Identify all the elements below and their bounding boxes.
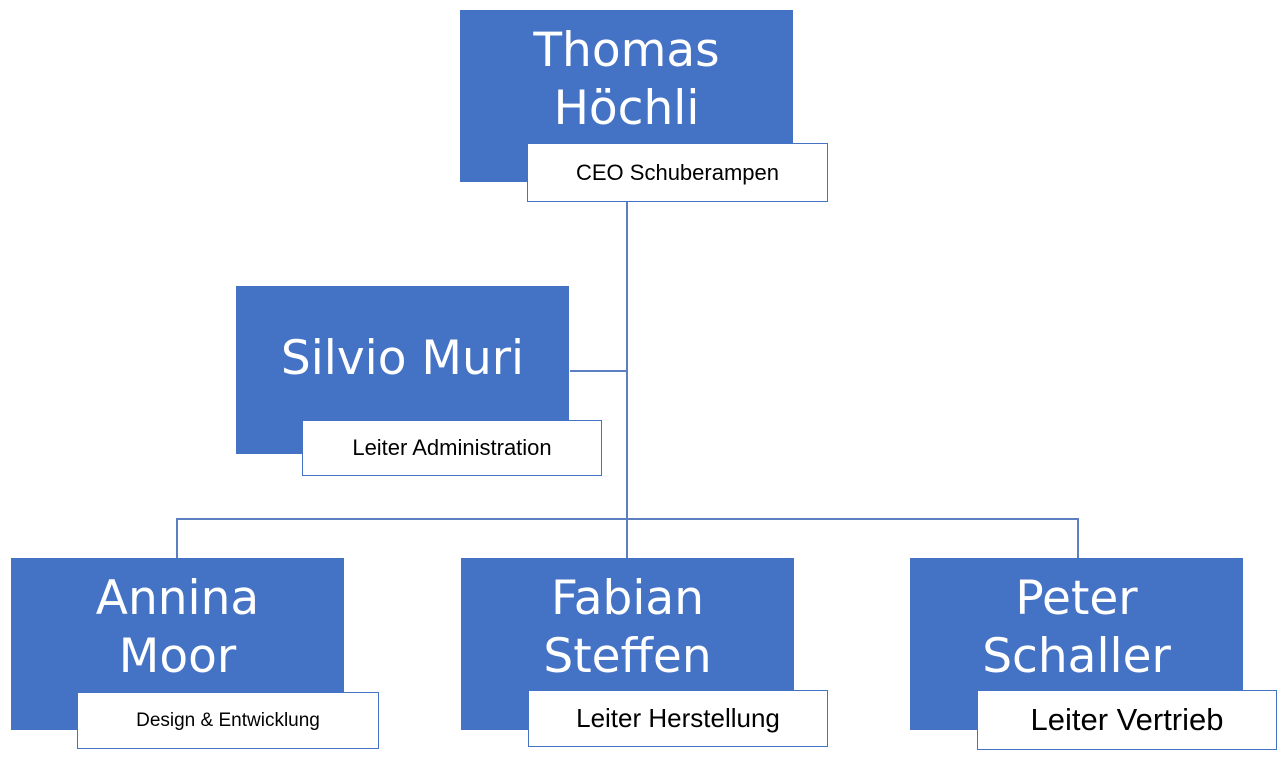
assistant-title-label: Leiter Administration xyxy=(302,420,602,476)
ceo-title: CEO Schuberampen xyxy=(576,159,779,185)
ceo-name: Thomas Höchli xyxy=(533,22,719,182)
report-title: Leiter Herstellung xyxy=(576,703,780,733)
report-name: Peter Schaller xyxy=(982,570,1171,730)
report-title: Design & Entwicklung xyxy=(136,709,320,731)
report-name-line1: Annina xyxy=(95,571,260,626)
report-title: Leiter Vertrieb xyxy=(1030,702,1224,737)
connector-drop-right xyxy=(1077,518,1079,558)
ceo-name-line2: Höchli xyxy=(553,81,700,136)
connector-drop-left xyxy=(176,518,178,558)
report-name: Fabian Steffen xyxy=(543,570,711,730)
report-title-label: Leiter Vertrieb xyxy=(977,690,1277,750)
connector-assistant xyxy=(570,370,628,372)
ceo-name-line1: Thomas xyxy=(533,23,720,78)
report-title-label: Design & Entwicklung xyxy=(77,692,379,749)
report-name-line2: Steffen xyxy=(543,629,712,684)
report-name-line2: Schaller xyxy=(982,629,1171,684)
ceo-title-label: CEO Schuberampen xyxy=(527,143,828,202)
report-name-line2: Moor xyxy=(118,629,237,684)
report-name: Annina Moor xyxy=(96,570,259,730)
connector-horizontal-bar xyxy=(176,518,1079,520)
assistant-title: Leiter Administration xyxy=(352,435,552,460)
connector-ceo-trunk xyxy=(626,202,628,558)
report-name-line1: Fabian xyxy=(550,571,704,626)
report-name-line1: Peter xyxy=(1015,571,1138,626)
report-title-label: Leiter Herstellung xyxy=(528,690,828,747)
assistant-name: Silvio Muri xyxy=(280,331,525,386)
